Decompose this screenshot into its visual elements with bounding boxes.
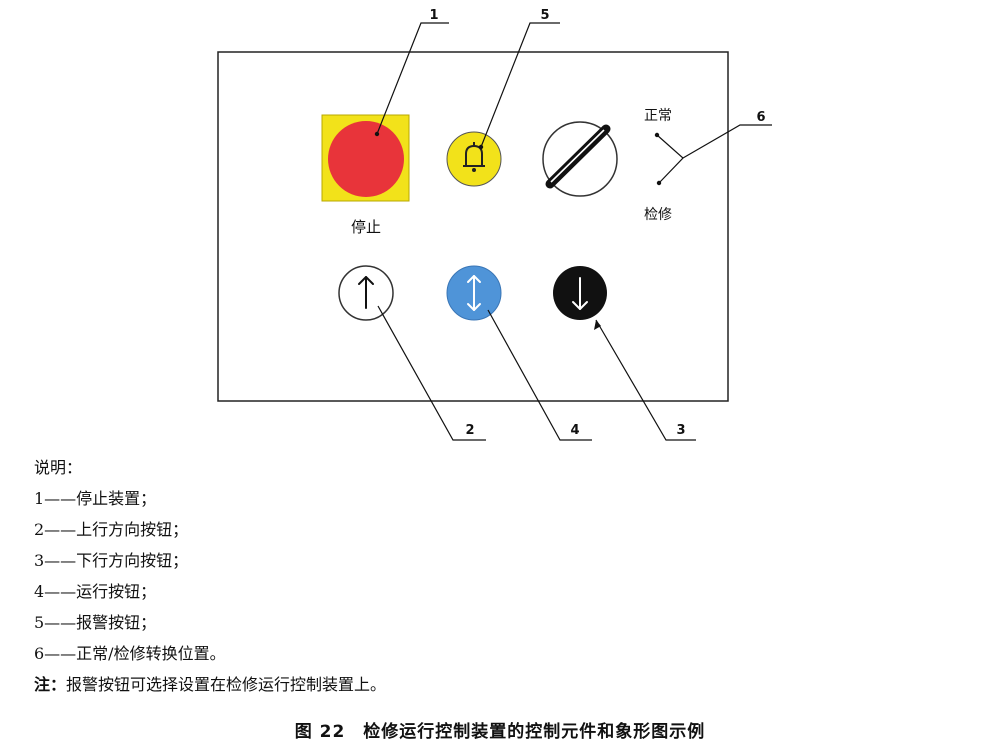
legend-item: 6——正常/检修转换位置。	[34, 644, 226, 663]
alarm-button	[446, 131, 502, 187]
callout-6-number: 6	[756, 110, 765, 125]
legend-title: 说明：	[34, 458, 83, 477]
figure-caption: 图 22 检修运行控制装置的控制元件和象形图示例	[0, 717, 1000, 742]
callout-3-number: 3	[676, 423, 685, 438]
stop-device	[321, 114, 410, 202]
note-label: 注：	[34, 675, 67, 694]
callout-6-leader	[656, 124, 772, 184]
arrow-updown-icon	[467, 275, 481, 311]
callout-1-leader	[376, 22, 449, 135]
stop-label: 停止	[351, 218, 381, 236]
callout-1-dot	[374, 131, 380, 137]
callout-1-number: 1	[429, 8, 438, 23]
callout-4-number: 4	[570, 423, 579, 438]
callout-2-number: 2	[465, 423, 474, 438]
legend: 说明： 1——停止装置； 2——上行方向按钮； 3——下行方向按钮； 4——运行…	[34, 452, 734, 700]
inspection-label: 检修	[644, 207, 672, 223]
bell-icon	[463, 142, 485, 172]
up-button	[338, 265, 394, 321]
callout-4-leader	[487, 309, 592, 441]
callout-5-dot	[478, 144, 484, 150]
callout-3-arrowhead	[594, 320, 601, 330]
legend-item: 2——上行方向按钮；	[34, 520, 189, 539]
note-text: 报警按钮可选择设置在检修运行控制装置上。	[66, 675, 387, 694]
run-button	[446, 265, 502, 321]
arrow-up-icon	[358, 276, 374, 309]
legend-item: 1——停止装置；	[34, 489, 157, 508]
figure-title: 检修运行控制装置的控制元件和象形图示例	[363, 722, 706, 742]
down-button	[553, 266, 607, 320]
legend-item: 5——报警按钮；	[34, 613, 157, 632]
callout-2-leader	[377, 305, 486, 441]
arrow-down-icon	[572, 277, 588, 310]
callout-5-leader	[480, 22, 560, 148]
legend-note: 注：报警按钮可选择设置在检修运行控制装置上。	[34, 669, 734, 700]
figure-number: 图 22	[294, 722, 346, 742]
legend-item: 4——运行按钮；	[34, 582, 157, 601]
legend-item: 3——下行方向按钮；	[34, 551, 189, 570]
normal-inspection-switch	[542, 121, 618, 197]
callout-3-leader	[595, 319, 696, 441]
normal-label: 正常	[644, 108, 672, 124]
callout-5-number: 5	[540, 8, 549, 23]
control-panel-frame	[217, 51, 729, 402]
